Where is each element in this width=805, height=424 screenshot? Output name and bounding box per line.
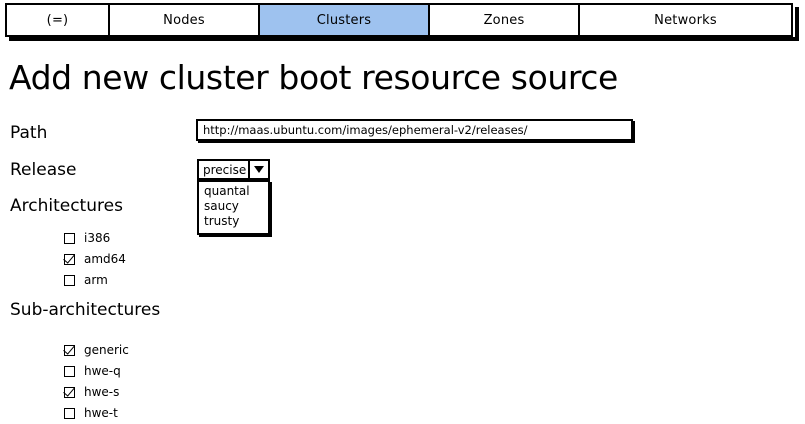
tab-networks[interactable]: Networks	[578, 3, 793, 37]
tab-zones[interactable]: Zones	[428, 3, 580, 37]
architectures-label: Architectures	[10, 196, 123, 216]
tab-nodes[interactable]: Nodes	[108, 3, 260, 37]
tab-nodes-label: Nodes	[163, 12, 205, 28]
release-select-dropdown[interactable]: quantal saucy trusty	[197, 180, 270, 235]
checkbox-amd64-label: amd64	[84, 252, 126, 266]
chevron-down-icon[interactable]	[248, 161, 268, 178]
release-select-value: precise	[203, 162, 247, 177]
checkbox-i386[interactable]	[64, 232, 75, 244]
checkbox-hwe-q[interactable]	[64, 365, 75, 377]
tab-networks-label: Networks	[654, 12, 717, 28]
checkbox-hwe-t-label: hwe-t	[84, 406, 118, 420]
checkbox-arm[interactable]	[64, 274, 75, 286]
sub-architectures-group: generic hwe-q hwe-s hwe-t	[64, 340, 129, 424]
checkbox-row-hwe-t[interactable]: hwe-t	[64, 403, 129, 423]
main-tab-bar: (=) Nodes Clusters Zones Networks	[5, 3, 795, 37]
tab-clusters[interactable]: Clusters	[258, 3, 430, 37]
checkbox-hwe-q-label: hwe-q	[84, 364, 121, 378]
checkbox-amd64[interactable]	[64, 253, 75, 265]
page-title: Add new cluster boot resource source	[9, 58, 618, 97]
checkbox-row-hwe-s[interactable]: hwe-s	[64, 382, 129, 402]
release-label: Release	[10, 160, 77, 180]
checkbox-row-arm[interactable]: arm	[64, 270, 126, 290]
path-input[interactable]: http://maas.ubuntu.com/images/ephemeral-…	[196, 119, 633, 141]
tab-menu[interactable]: (=)	[5, 3, 110, 37]
release-option-quantal[interactable]: quantal	[204, 184, 250, 198]
checkbox-row-generic[interactable]: generic	[64, 340, 129, 360]
release-option-saucy[interactable]: saucy	[204, 199, 239, 213]
checkbox-hwe-t[interactable]	[64, 407, 75, 419]
path-label: Path	[10, 123, 48, 143]
checkbox-row-i386[interactable]: i386	[64, 228, 126, 248]
checkbox-hwe-s-label: hwe-s	[84, 385, 120, 399]
sub-architectures-label: Sub-architectures	[10, 300, 161, 320]
release-select[interactable]: precise	[197, 159, 270, 180]
tab-clusters-label: Clusters	[316, 12, 372, 28]
tab-zones-label: Zones	[483, 12, 525, 28]
checkbox-generic[interactable]	[64, 344, 75, 356]
checkbox-row-hwe-q[interactable]: hwe-q	[64, 361, 129, 381]
architectures-group: i386 amd64 arm	[64, 228, 126, 291]
checkbox-row-amd64[interactable]: amd64	[64, 249, 126, 269]
checkbox-i386-label: i386	[84, 231, 111, 245]
release-option-trusty[interactable]: trusty	[204, 214, 240, 228]
tab-menu-label: (=)	[46, 12, 69, 28]
checkbox-arm-label: arm	[84, 273, 108, 287]
checkbox-generic-label: generic	[84, 343, 129, 357]
path-input-value: http://maas.ubuntu.com/images/ephemeral-…	[203, 123, 528, 137]
checkbox-hwe-s[interactable]	[64, 386, 75, 398]
